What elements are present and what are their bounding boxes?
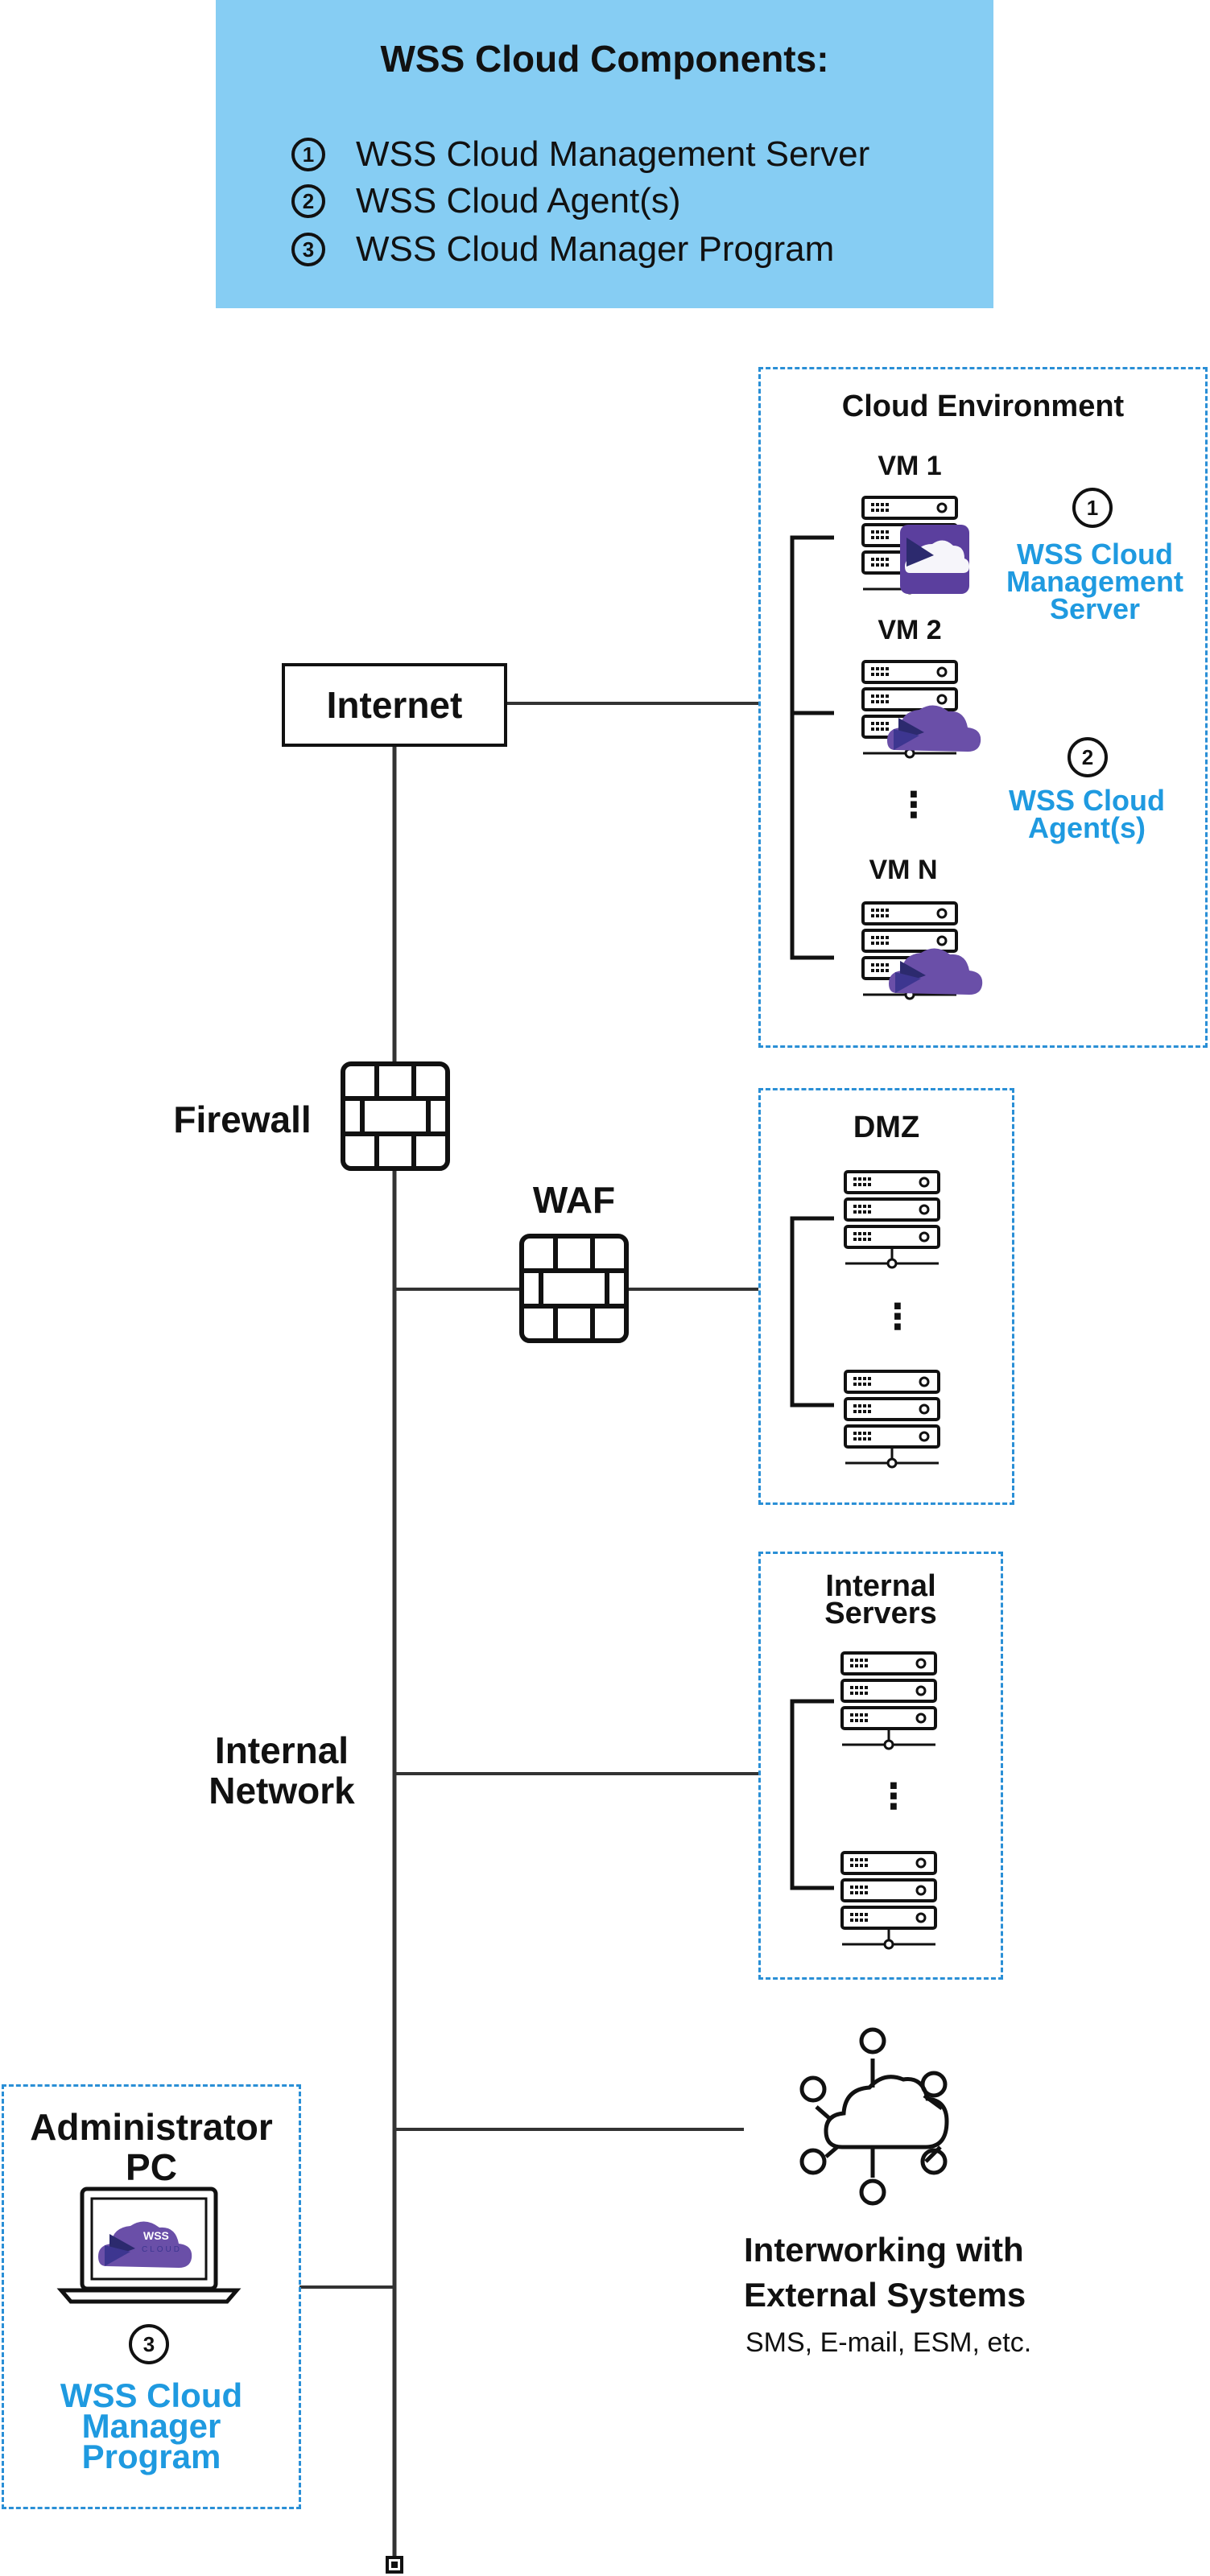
legend-box: WSS Cloud Components: 1 WSS Cloud Manage…	[216, 0, 993, 308]
waf-icon	[522, 1236, 626, 1341]
network-cloud-icon	[799, 2027, 949, 2206]
number-badge-2: 2	[1068, 737, 1108, 777]
vm2-label: VM 2	[878, 615, 942, 645]
legend-item-label: WSS Cloud Agent(s)	[356, 181, 681, 221]
management-server-logo-icon	[900, 525, 969, 594]
legend-item-3: 3 WSS Cloud Manager Program	[291, 227, 834, 272]
legend-item-2: 2 WSS Cloud Agent(s)	[291, 179, 681, 224]
administrator-pc-title: Administrator PC	[30, 2106, 273, 2188]
screen-logo-sub: CLOUD	[142, 2245, 183, 2254]
dmz-zone	[758, 1088, 1014, 1505]
waf-label: WAF	[532, 1179, 616, 1221]
vm1-label: VM 1	[878, 451, 942, 481]
external-systems-subtitle: SMS, E-mail, ESM, etc.	[745, 2327, 1032, 2358]
dmz-title: DMZ	[853, 1111, 920, 1144]
management-server-label: WSS Cloud Management Server	[1006, 538, 1184, 625]
firewall-icon	[343, 1064, 448, 1168]
laptop-icon	[56, 2187, 242, 2304]
screen-logo-text: WSS	[143, 2229, 169, 2242]
internet-node: Internet	[282, 663, 507, 747]
cloud-environment-title: Cloud Environment	[841, 389, 1125, 423]
vmn-label: VM N	[869, 855, 938, 885]
number-badge-2: 2	[291, 184, 325, 218]
firewall-label: Firewall	[173, 1098, 312, 1140]
agent-label: WSS Cloud Agent(s)	[1009, 784, 1165, 844]
internal-network-label: Internal Network	[209, 1729, 355, 1811]
cloud-environment-zone	[758, 367, 1208, 1048]
internal-ellipsis: ⋮	[876, 1777, 911, 1816]
administrator-pc-zone	[2, 2084, 301, 2509]
internal-servers-title: Internal Servers	[824, 1569, 937, 1630]
manager-program-label: WSS Cloud Manager Program	[60, 2376, 243, 2475]
vm-ellipsis: ⋮	[896, 785, 931, 825]
number-badge-1: 1	[1072, 488, 1113, 528]
number-badge-3: 3	[291, 233, 325, 266]
internal-servers-zone	[758, 1552, 1003, 1980]
dmz-ellipsis: ⋮	[880, 1297, 915, 1337]
legend-item-1: 1 WSS Cloud Management Server	[291, 132, 869, 177]
number-badge-3: 3	[129, 2324, 169, 2364]
legend-title: WSS Cloud Components:	[380, 38, 829, 80]
legend-item-label: WSS Cloud Manager Program	[356, 229, 835, 269]
external-systems-title: Interworking with External Systems	[744, 2231, 1026, 2314]
legend-item-label: WSS Cloud Management Server	[356, 134, 870, 174]
number-badge-1: 1	[291, 138, 325, 171]
